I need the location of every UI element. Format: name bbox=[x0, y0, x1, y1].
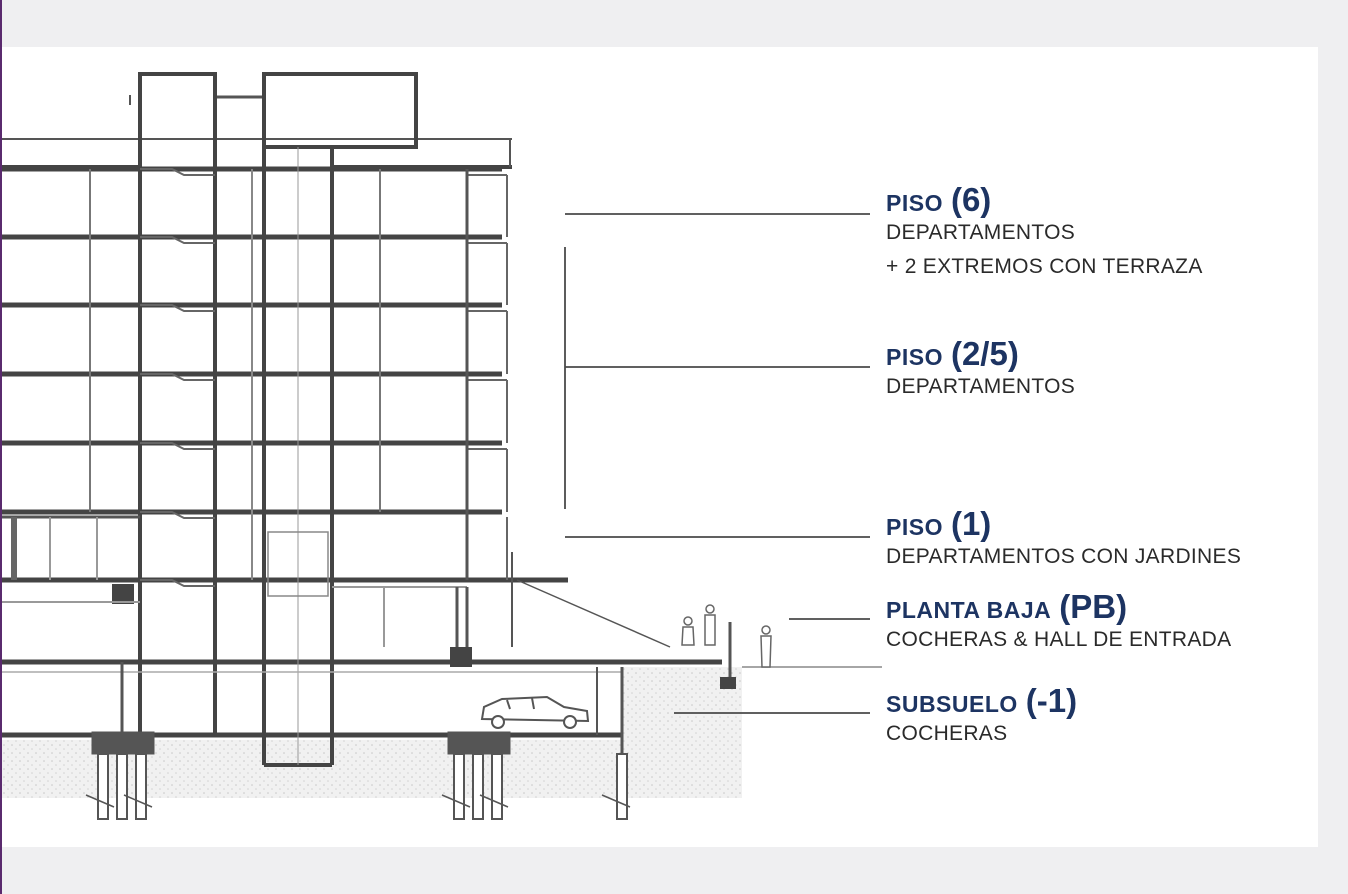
people-figures bbox=[681, 604, 772, 668]
foundations bbox=[85, 731, 631, 820]
level-title: PISO (6) bbox=[886, 183, 1203, 216]
level-description: DEPARTAMENTOS bbox=[886, 375, 1076, 398]
leader-lines bbox=[564, 213, 870, 714]
level-description: + 2 EXTREMOS CON TERRAZA bbox=[886, 255, 1203, 278]
vertical-structure bbox=[89, 74, 381, 767]
window-left-border bbox=[0, 0, 2, 894]
building-section-drawing bbox=[2, 72, 882, 820]
level-name: PLANTA BAJA bbox=[886, 597, 1052, 623]
level-title: PISO (1) bbox=[886, 507, 1241, 540]
level-description: DEPARTAMENTOS CON JARDINES bbox=[886, 545, 1242, 568]
ground-floor-details bbox=[2, 515, 882, 807]
label-piso-1: PISO (1) DEPARTAMENTOS CON JARDINES bbox=[886, 507, 1241, 574]
level-description: COCHERAS & HALL DE ENTRADA bbox=[886, 628, 1232, 651]
section-diagram-card: PISO (6) DEPARTAMENTOS + 2 EXTREMOS CON T… bbox=[2, 47, 1318, 847]
stair-steps bbox=[140, 168, 215, 587]
roof-structure bbox=[2, 72, 512, 171]
level-name: PISO bbox=[886, 514, 943, 540]
level-code: (1) bbox=[950, 505, 992, 542]
level-title: SUBSUELO (-1) bbox=[886, 684, 1077, 717]
level-description: DEPARTAMENTOS bbox=[886, 221, 1076, 244]
label-piso-2-5: PISO (2/5) DEPARTAMENTOS bbox=[886, 337, 1075, 404]
level-name: SUBSUELO bbox=[886, 691, 1018, 717]
level-code: (2/5) bbox=[950, 335, 1019, 372]
level-code: (-1) bbox=[1025, 682, 1078, 719]
level-title: PLANTA BAJA (PB) bbox=[886, 590, 1231, 623]
level-code: (PB) bbox=[1059, 588, 1128, 625]
level-description: COCHERAS bbox=[886, 722, 1008, 745]
level-code: (6) bbox=[950, 181, 992, 218]
car-icon bbox=[480, 695, 590, 729]
level-name: PISO bbox=[886, 190, 943, 216]
level-title: PISO (2/5) bbox=[886, 337, 1075, 370]
balcony-railings bbox=[465, 169, 508, 580]
floor-slabs bbox=[2, 166, 722, 738]
label-planta-baja: PLANTA BAJA (PB) COCHERAS & HALL DE ENTRA… bbox=[886, 590, 1231, 657]
label-piso-6: PISO (6) DEPARTAMENTOS + 2 EXTREMOS CON T… bbox=[886, 183, 1203, 284]
level-name: PISO bbox=[886, 344, 943, 370]
label-subsuelo: SUBSUELO (-1) COCHERAS bbox=[886, 684, 1077, 751]
